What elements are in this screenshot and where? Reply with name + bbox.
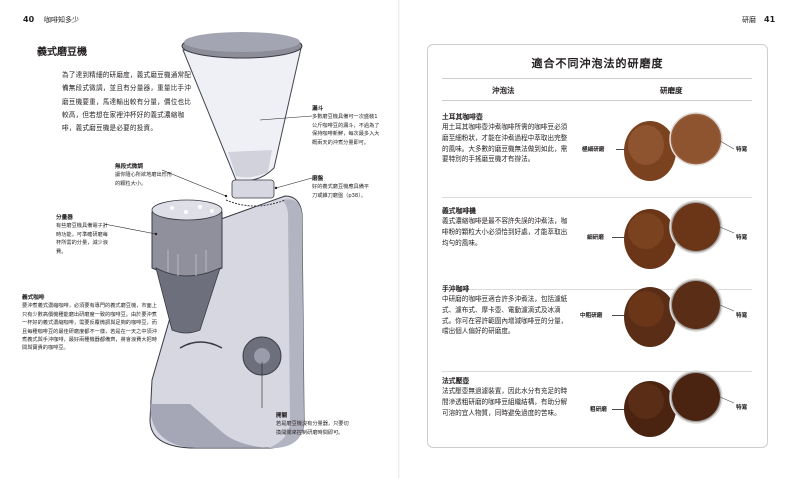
section-title: 義式磨豆機 (37, 47, 87, 58)
intro-paragraph: 為了達到精細的研磨度，義式磨豆機通常配備無段式微調，並且有分量器，重量比手沖磨豆… (62, 71, 192, 133)
grind-size-panel: 適合不同沖泡法的研磨度 沖泡法 研磨度 土耳其咖啡壺 用土耳其咖啡壺沖煮咖啡所需… (427, 44, 768, 448)
brew-row-turkish: 土耳其咖啡壺 用土耳其咖啡壺沖煮咖啡所需的咖啡豆必須磨至細粉狀，才能在沖煮過程中… (442, 111, 752, 198)
row-separator (442, 197, 752, 198)
annotation-espresso: 義式咖啡 要沖煮義式濃縮咖啡，必須要有專門的義式磨豆機，市面上只有少數高價機種能… (22, 294, 157, 353)
annotation-switch-title: 開關 (276, 413, 288, 419)
header-rule-bottom (442, 100, 752, 101)
row-separator (442, 289, 752, 290)
brew-method-description: 用土耳其咖啡壺沖煮咖啡所需的咖啡豆必須磨至細粉狀，才能在沖煮過程中萃取出完整的風… (442, 123, 568, 164)
extra-fine-grounds-image (624, 112, 735, 181)
brew-method-title: 手沖咖啡 (442, 285, 470, 293)
page-gutter (398, 0, 400, 478)
annotation-doser-title: 分量器 (56, 215, 73, 221)
espresso-grinder-illustration (103, 32, 313, 449)
running-head-left: 咖啡知多少 (44, 16, 79, 24)
brew-method-description: 中研磨的咖啡豆適合許多沖煮法，包括濾紙式、濾布式、摩卡壺、電動濾滴式及冰滴式。你… (442, 295, 568, 336)
panel-title: 適合不同沖泡法的研磨度 (531, 57, 664, 70)
annotation-stepless-title: 無段式微調 (115, 164, 143, 170)
annotation-hopper-text: 多數磨豆機具備可一次盛裝1公斤咖啡豆的漏斗，不過為了保持咖啡新鮮，每次最多入大概… (312, 114, 380, 146)
page-number-right: 41 (764, 15, 776, 24)
annotation-burrs-text: 好的義式磨豆機應具備平刀或錐刀磨盤（p38）。 (312, 184, 370, 199)
brew-row-french-press: 法式壓壺 法式壓壺無過濾裝置，因此水分有充足的時間滲透粗研磨的咖啡豆組織結構，有… (442, 370, 752, 445)
running-head-right: 研磨 (742, 16, 756, 24)
annotation-hopper-title: 漏斗 (312, 106, 324, 112)
brew-method-description: 義式濃縮咖啡是最不容許失誤的沖煮法，咖啡粉的顆粒大小必須恰到好處，才能萃取出均勻… (442, 217, 568, 247)
grind-label-line (612, 237, 626, 238)
annotation-burrs-title: 磨盤 (312, 176, 324, 182)
brew-method-title: 義式咖啡機 (442, 207, 476, 215)
annotation-hopper: 漏斗 多數磨豆機具備可一次盛裝1公斤咖啡豆的漏斗，不過為了保持咖啡新鮮，每次最多… (312, 105, 382, 147)
annotation-doser-text: 有些磨豆機具備電子計時功能，可準確研磨每杯所需的分量，減少浪費。 (56, 223, 108, 255)
annotation-burrs: 磨盤 好的義式磨豆機應具備平刀或錐刀磨盤（p38）。 (312, 175, 372, 200)
column-header-method: 沖泡法 (492, 86, 515, 95)
grind-label: 細研磨 (587, 235, 604, 241)
closeup-label: 特寫 (736, 405, 748, 411)
column-header-grind: 研磨度 (660, 86, 683, 95)
grind-label: 極細研磨 (582, 147, 605, 153)
grind-label-line (616, 149, 626, 150)
closeup-label: 特寫 (736, 147, 748, 153)
annotation-stepless-text: 讓你隨心所欲地磨出形形的顆粒大小。 (115, 172, 173, 187)
brew-method-description: 法式壓壺無過濾裝置，因此水分有充足的時間滲透粗研磨的咖啡豆組織結構，有助分解可溶… (442, 387, 568, 417)
row-separator (442, 371, 752, 372)
annotation-espresso-title: 義式咖啡 (22, 295, 45, 301)
header-rule-top (442, 78, 752, 79)
fine-grounds-image (624, 200, 735, 269)
annotation-stepless-adjust: 無段式微調 讓你隨心所欲地磨出形形的顆粒大小。 (115, 163, 177, 188)
page-number-left: 40 (23, 15, 35, 24)
grind-label: 粗研磨 (590, 407, 607, 413)
grind-label: 中粗研磨 (580, 313, 603, 319)
annotation-doser: 分量器 有些磨豆機具備電子計時功能，可準確研磨每杯所需的分量，減少浪費。 (56, 214, 108, 256)
annotation-switch-text: 若是磨豆機沒有分量器，只要切換開關來控制研磨時間即可。 (276, 421, 349, 436)
closeup-label: 特寫 (736, 313, 748, 319)
brew-row-espresso: 義式咖啡機 義式濃縮咖啡是最不容許失誤的沖煮法，咖啡粉的顆粒大小必須恰到好處，才… (442, 200, 752, 290)
closeup-label: 特寫 (736, 235, 748, 241)
grind-label-line (612, 315, 626, 316)
brew-row-pour-over: 手沖咖啡 中研磨的咖啡豆適合許多沖煮法，包括濾紙式、濾布式、摩卡壺、電動濾滴式及… (442, 278, 752, 372)
brew-method-title: 法式壓壺 (442, 377, 470, 385)
coarse-grounds-image (624, 370, 735, 437)
brew-method-title: 土耳其咖啡壺 (442, 113, 483, 121)
annotation-switch: 開關 若是磨豆機沒有分量器，只要切換開關來控制研磨時間即可。 (276, 412, 352, 437)
medium-coarse-grounds-image (624, 278, 735, 347)
annotation-espresso-text: 要沖煮義式濃縮咖啡，必須要有專門的義式磨豆機，市面上只有少數高價機種能磨出研磨度… (22, 303, 157, 352)
grind-label-line (612, 409, 626, 410)
